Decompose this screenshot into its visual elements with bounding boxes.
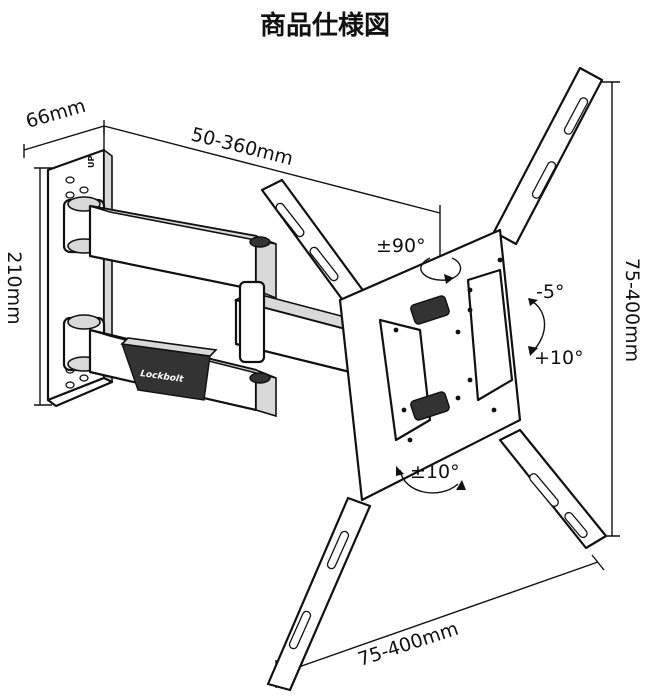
label-plate-depth: 66mm — [23, 95, 88, 133]
plate-dots — [393, 257, 503, 443]
tilt-locks — [410, 295, 450, 421]
label-rotation: ±10° — [410, 461, 460, 483]
label-tilt-up: -5° — [536, 281, 564, 303]
dimension-plate-height: 210mm — [3, 167, 52, 406]
plate-holes — [65, 176, 89, 389]
cable-cover: Lockbolt — [120, 337, 218, 401]
label-vertical-spacing: 75-400mm — [621, 258, 643, 362]
label-plate-height: 210mm — [3, 251, 25, 324]
plate-slots — [275, 97, 589, 650]
tilt-arrow-icon — [528, 298, 546, 356]
label-horizontal-spacing: 75-400mm — [355, 618, 461, 671]
swivel-arrow-icon — [420, 257, 462, 284]
dimension-plate-depth: 66mm — [23, 95, 105, 158]
page-title: 商品仕様図 — [260, 10, 390, 41]
label-swivel: ±90° — [376, 235, 426, 257]
label-extension: 50-360mm — [189, 124, 296, 171]
dimension-vertical-spacing: 75-400mm — [598, 81, 643, 537]
label-tilt-down: +10° — [534, 347, 584, 369]
tv-plate — [260, 66, 608, 692]
plate-up-label: UP — [87, 156, 96, 168]
rotation-arrow-icon — [396, 466, 466, 494]
